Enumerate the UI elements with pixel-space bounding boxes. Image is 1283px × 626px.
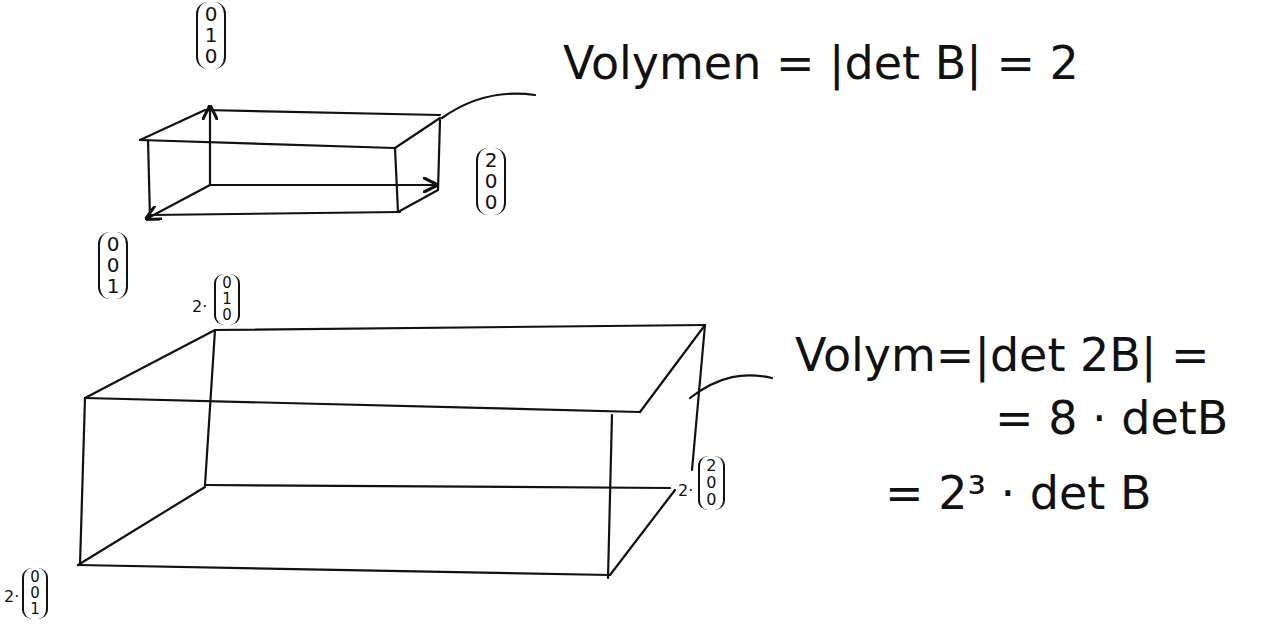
volume-formula: Volym=|det 2B| = xyxy=(795,330,1210,381)
column-vector: 0 1 0 xyxy=(214,274,240,325)
volume-formula: Volymen = |det B| = 2 xyxy=(563,38,1079,89)
column-vector: 2 0 0 xyxy=(476,148,506,215)
column-vector: 2 0 0 xyxy=(698,456,725,510)
scalar-factor: 2· xyxy=(4,588,19,606)
formula-step: = 8 · detB xyxy=(995,393,1228,444)
column-vector: 0 0 1 xyxy=(22,568,48,619)
scalar-factor: 2· xyxy=(192,298,207,316)
column-vector: 0 0 1 xyxy=(98,232,128,299)
column-vector: 0 1 0 xyxy=(196,2,226,69)
scalar-factor: 2· xyxy=(678,482,693,500)
formula-step: = 2³ · det B xyxy=(885,468,1151,519)
